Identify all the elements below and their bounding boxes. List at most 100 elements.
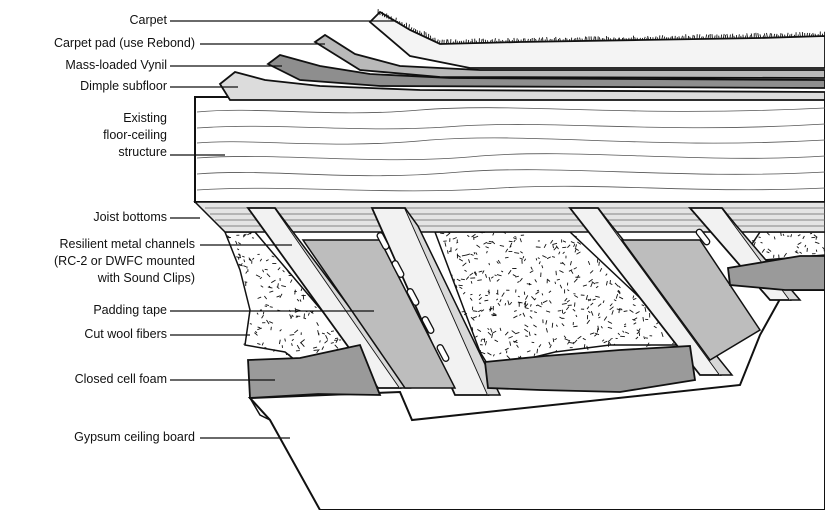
wool-fiber-mark <box>598 316 601 319</box>
wool-fiber-mark <box>487 328 490 331</box>
wool-fiber-mark <box>507 269 512 275</box>
wool-fiber-mark <box>602 300 605 304</box>
wool-fiber-mark <box>524 324 529 328</box>
wool-fiber-mark <box>565 306 570 311</box>
wool-fiber-mark <box>499 299 502 303</box>
wool-fiber-mark <box>282 270 285 273</box>
wool-fiber-mark <box>598 312 600 316</box>
wool-fiber-mark <box>633 322 637 325</box>
label-joist-bottoms: Joist bottoms <box>93 210 167 224</box>
wool-fiber-mark <box>269 290 274 293</box>
wool-fiber-mark <box>488 262 490 266</box>
wool-fiber-mark <box>259 258 263 262</box>
wool-fiber-mark <box>761 248 765 253</box>
wool-fiber-mark <box>279 293 283 299</box>
wool-fiber-mark <box>528 331 531 337</box>
wool-fiber-mark <box>513 310 517 312</box>
wool-fiber-mark <box>603 340 608 344</box>
wool-fiber-mark <box>251 237 255 239</box>
wool-fiber-mark <box>505 248 509 253</box>
wool-fiber-mark <box>326 331 331 336</box>
padding-tape-2 <box>620 239 762 361</box>
wool-fiber-mark <box>294 289 296 295</box>
carpet-pile-mark <box>502 39 504 43</box>
wool-fiber-mark <box>243 265 247 268</box>
wool-fiber-mark <box>597 325 600 331</box>
wool-fiber-mark <box>504 331 509 336</box>
carpet-pile-mark <box>641 37 644 41</box>
carpet-pile-mark <box>786 32 789 38</box>
carpet-pile-mark <box>661 35 664 40</box>
carpet-pile-mark <box>643 36 646 41</box>
wool-fiber-mark <box>572 308 576 312</box>
wool-fiber-mark <box>559 270 564 273</box>
wool-fiber-mark <box>254 332 258 336</box>
wool-fiber-mark <box>547 279 551 282</box>
wool-fiber-mark <box>563 335 567 339</box>
wool-fiber-mark <box>534 279 537 283</box>
label-existing-line-1: Existing <box>123 111 167 125</box>
wool-fiber-mark <box>509 301 513 305</box>
wool-fiber-mark <box>552 256 556 258</box>
wool-fiber-mark <box>478 270 483 273</box>
wool-fiber-mark <box>290 279 293 283</box>
wool-fiber-mark <box>562 240 567 243</box>
carpet-pile-mark <box>763 33 766 38</box>
carpet-pile-mark <box>788 34 791 38</box>
wool-fiber-mark <box>613 299 617 302</box>
carpet-pile-mark <box>412 28 415 32</box>
wool-fiber-mark <box>269 306 273 308</box>
wool-fiber-mark <box>594 332 600 336</box>
carpet-pile-mark <box>755 32 757 38</box>
wool-fiber-mark <box>514 236 517 238</box>
wool-fiber-mark <box>525 335 528 337</box>
wool-fiber-mark <box>797 242 802 245</box>
carpet-pile-texture <box>377 9 825 45</box>
wool-fiber-mark <box>589 332 595 335</box>
carpet-pile-mark <box>639 37 641 41</box>
wool-fiber-mark <box>291 343 293 346</box>
wool-fiber-mark <box>478 293 481 297</box>
carpet-pile-mark <box>387 14 390 20</box>
wool-fiber-mark <box>455 284 458 288</box>
wool-fiber-mark <box>472 316 477 319</box>
wool-fiber-mark <box>643 336 646 340</box>
wool-fiber-mark <box>476 244 481 248</box>
wool-fiber-mark <box>243 343 246 345</box>
wool-fiber-mark <box>517 301 523 304</box>
wool-fiber-mark <box>607 326 613 329</box>
wool-fiber-mark <box>492 232 495 236</box>
wool-fiber-mark <box>618 296 624 300</box>
wool-fiber-mark <box>641 304 645 307</box>
wool-fiber-mark <box>289 314 292 319</box>
wool-fiber-mark <box>277 283 279 288</box>
carpet-pile-mark <box>647 35 650 40</box>
wool-fiber-mark <box>562 251 565 255</box>
carpet-pile-mark <box>766 32 768 38</box>
wool-fiber-mark <box>488 276 491 282</box>
wool-fiber-mark <box>456 278 461 282</box>
wool-fiber-mark <box>269 321 274 324</box>
wool-fiber-mark <box>499 327 502 331</box>
wool-fiber-mark <box>523 258 527 262</box>
carpet-pile-mark <box>540 38 542 43</box>
label-carpet: Carpet <box>129 13 167 27</box>
wool-fiber-mark <box>592 298 596 301</box>
carpet-pile-mark <box>584 36 587 42</box>
wool-fiber-mark <box>590 282 593 288</box>
wool-fiber-mark <box>804 244 807 248</box>
wool-fiber-mark <box>632 304 636 307</box>
carpet-pile-mark <box>441 39 443 45</box>
wool-fiber-mark <box>541 293 544 296</box>
carpet-pile-mark <box>527 38 529 43</box>
wool-fiber-mark <box>465 276 470 280</box>
label-channels-line-1: Resilient metal channels <box>59 237 196 251</box>
wool-fiber-mark <box>617 289 621 293</box>
wool-fiber-mark <box>574 295 579 298</box>
carpet-pile-mark <box>617 38 620 41</box>
wool-fiber-mark <box>242 233 247 238</box>
wool-fiber-mark <box>548 290 552 293</box>
wool-fiber-mark <box>299 341 303 344</box>
wool-fiber-mark <box>623 323 627 326</box>
wool-fiber-mark <box>530 303 532 307</box>
